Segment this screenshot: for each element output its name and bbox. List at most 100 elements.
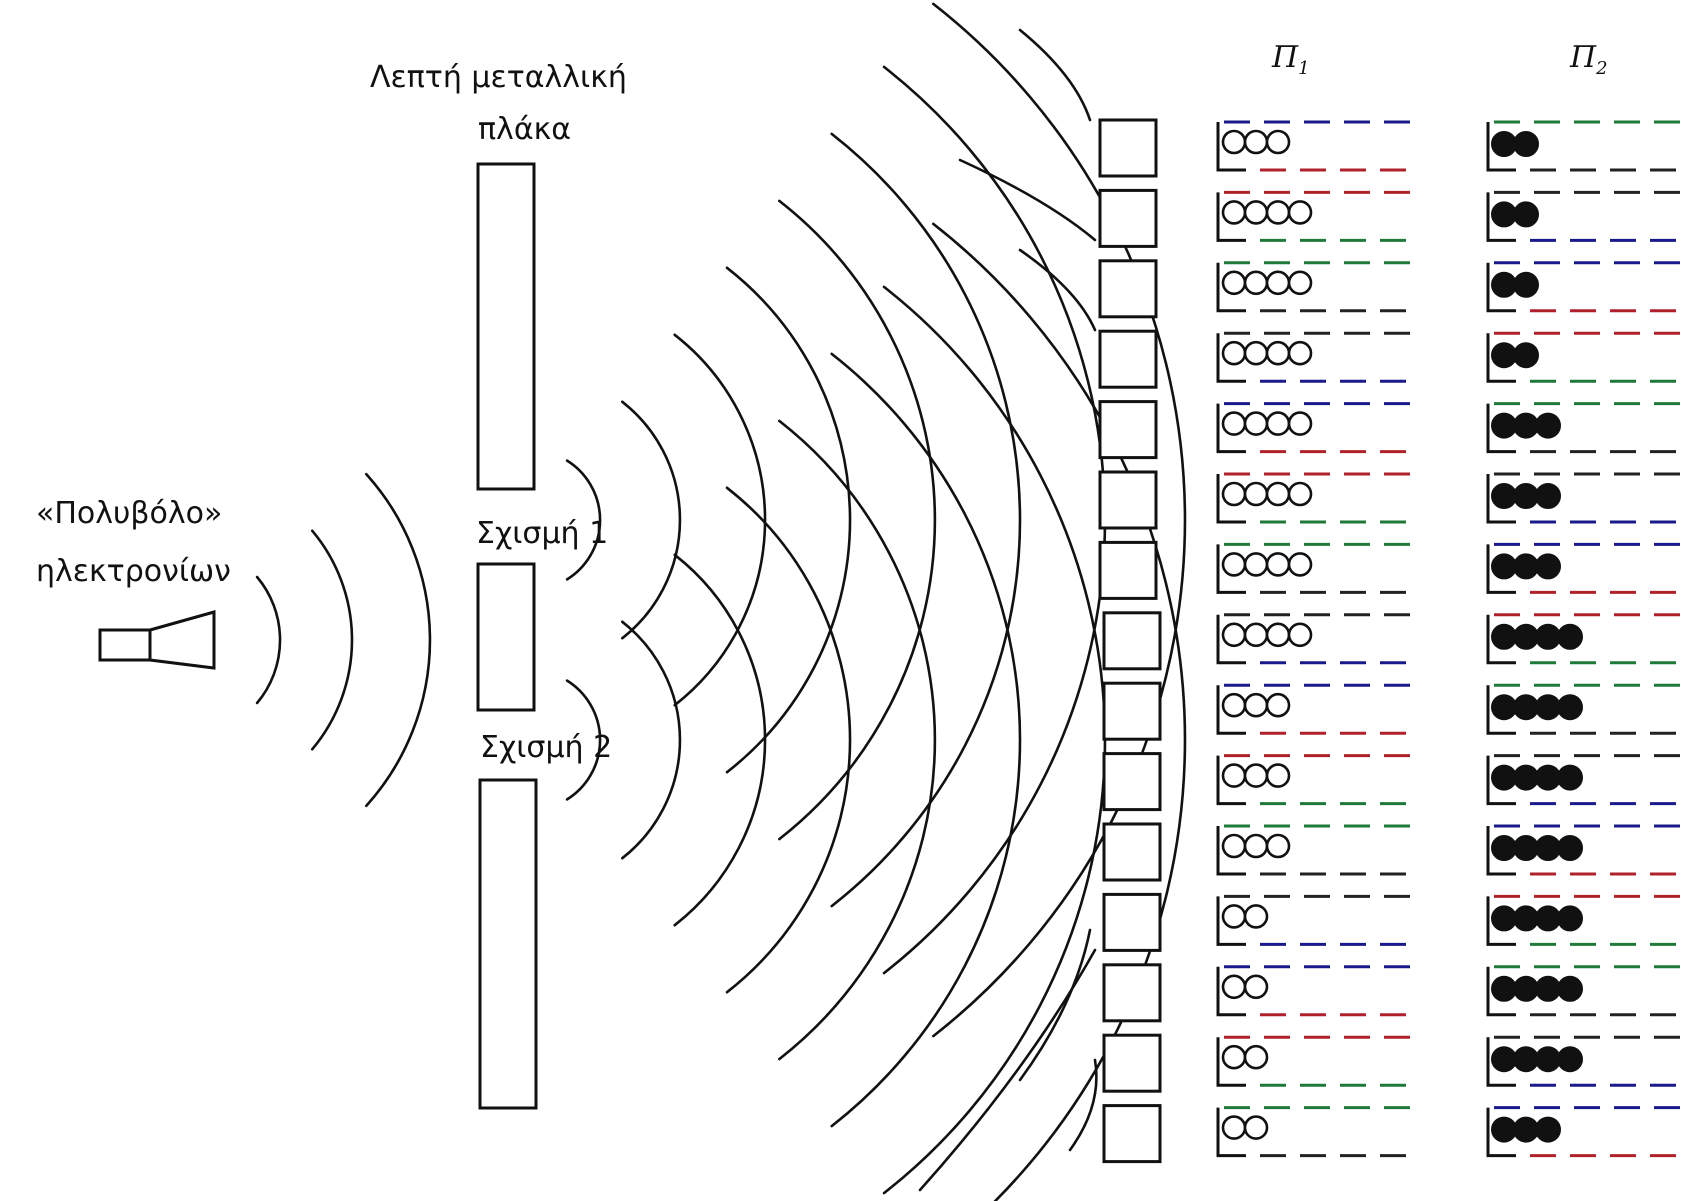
screen-wavefront-arc <box>1018 248 1097 332</box>
p2-filled-circle <box>1535 694 1561 721</box>
p1-open-circle <box>1265 411 1291 436</box>
p1-row-bracket <box>1216 685 1246 735</box>
p1-row <box>1216 1035 1420 1087</box>
slit1-wavefront-arc <box>621 400 682 640</box>
p1-open-circle <box>1243 411 1269 436</box>
p2-row-bracket <box>1486 192 1516 242</box>
gun-wavefront-arc <box>255 575 282 705</box>
p2-filled-circle <box>1491 553 1517 580</box>
p1-row-bracket <box>1216 544 1246 594</box>
detector-box <box>1102 1104 1162 1164</box>
p2-filled-circle <box>1491 694 1517 721</box>
p2-filled-circle <box>1491 131 1517 157</box>
p2-row-bracket <box>1486 685 1516 735</box>
p2-filled-circle <box>1513 412 1539 439</box>
p1-open-circle <box>1221 481 1247 507</box>
p2-row <box>1486 754 1690 806</box>
p2-filled-circle <box>1535 764 1561 791</box>
p2-filled-circle <box>1513 905 1539 932</box>
electron-gun <box>98 610 216 670</box>
slit1-wavefront-arc <box>565 459 602 581</box>
p1-open-circle <box>1287 270 1313 296</box>
detector-box <box>1098 540 1158 600</box>
slit2-wavefront-arc <box>932 222 1187 1201</box>
gun-wavefront-arc <box>365 472 432 808</box>
electron-gun-label-line1: «Πολυβόλο» <box>36 496 223 531</box>
slit1-wavefront-arc <box>778 199 937 841</box>
column-header-p1: Π1 <box>1272 40 1310 79</box>
metal-plate <box>476 162 538 1110</box>
p1-open-circle <box>1243 270 1269 296</box>
p2-filled-circle <box>1535 412 1561 439</box>
p1-row <box>1216 683 1420 735</box>
p1-open-circle <box>1265 692 1291 718</box>
p2-filled-circle <box>1557 905 1583 932</box>
p2-row-bracket <box>1486 262 1516 313</box>
p2-filled-circle <box>1491 271 1517 298</box>
p2-filled-circle <box>1491 412 1517 439</box>
p2-row-bracket <box>1486 474 1516 524</box>
p1-open-circle <box>1243 200 1269 225</box>
p1-row-bracket <box>1216 896 1246 946</box>
slit1-wavefront-arc <box>725 266 852 774</box>
p2-row-bracket <box>1486 896 1516 946</box>
p1-open-circle <box>1243 552 1269 577</box>
screen-wavefront-arc <box>958 158 1097 242</box>
electron-gun-label-line2: ηλεκτρονίων <box>36 554 231 589</box>
p1-open-circle <box>1221 1044 1247 1070</box>
slit2-wavefront-arc <box>830 352 1022 1128</box>
p2-filled-circle <box>1513 975 1539 1002</box>
p2-row <box>1486 683 1690 735</box>
p1-open-circle <box>1243 833 1269 859</box>
detector-column <box>1098 118 1162 1164</box>
detector-box <box>1102 963 1162 1023</box>
p1-row-bracket <box>1216 826 1246 876</box>
p1-row <box>1216 965 1420 1017</box>
p2-row-bracket <box>1486 826 1516 876</box>
p2-row <box>1486 120 1690 172</box>
p1-open-circle <box>1265 481 1291 507</box>
plate-middle-segment <box>476 562 536 712</box>
slit1-wavefront-arc <box>830 132 1022 908</box>
p2-filled-circle <box>1491 835 1517 861</box>
p2-filled-circle <box>1557 623 1583 650</box>
p2-row <box>1486 824 1690 876</box>
p2-filled-circle <box>1535 1116 1561 1143</box>
p2-filled-circle <box>1491 623 1517 650</box>
p2-row <box>1486 613 1690 665</box>
p1-row-bracket <box>1216 1107 1246 1158</box>
p2-filled-circle <box>1513 623 1539 650</box>
p1-open-circle <box>1221 129 1247 155</box>
slit1-wavefront-arc <box>932 2 1187 1038</box>
p2-filled-circle <box>1535 905 1561 932</box>
p2-row <box>1486 894 1690 946</box>
p2-filled-circle <box>1513 835 1539 861</box>
p1-open-circle <box>1265 552 1291 577</box>
p2-row-bracket <box>1486 333 1516 383</box>
p1-open-circle <box>1265 833 1291 859</box>
p1-row-bracket <box>1216 755 1246 806</box>
p1-open-circle <box>1287 481 1313 507</box>
p2-filled-circle <box>1513 201 1539 228</box>
p2-row <box>1486 965 1690 1017</box>
p1-open-circle <box>1243 692 1269 718</box>
slit1-wavefront-arc <box>882 65 1107 975</box>
p1-row-bracket <box>1216 262 1246 313</box>
p1-open-circle <box>1221 411 1247 436</box>
p2-row-bracket <box>1486 755 1516 806</box>
slit1-wavefront-arc <box>673 333 767 707</box>
slit2-wavefront-arc <box>621 620 682 860</box>
p1-row-bracket <box>1216 966 1246 1017</box>
p1-row-bracket <box>1216 474 1246 524</box>
p1-row-bracket <box>1216 403 1246 454</box>
p1-row <box>1216 894 1420 946</box>
p1-open-circle <box>1221 552 1247 577</box>
p1-row-bracket <box>1216 122 1246 172</box>
p2-filled-circle <box>1491 201 1517 228</box>
p1-open-circle <box>1243 129 1269 155</box>
p1-open-circle <box>1243 974 1269 1000</box>
p1-open-circle <box>1287 340 1313 366</box>
p1-row-bracket <box>1216 333 1246 383</box>
detector-box <box>1098 470 1158 530</box>
